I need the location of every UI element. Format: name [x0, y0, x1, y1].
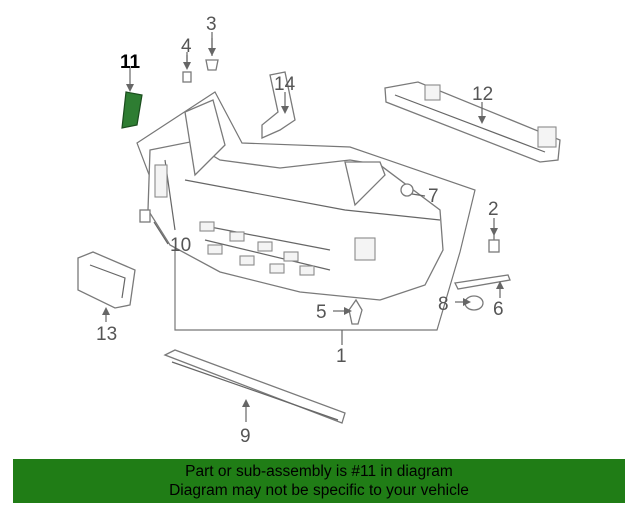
- bumper-cover-part[interactable]: [147, 99, 444, 301]
- bumper-parts-diagram: 1 2 3 4 5 6 7 8 9 10 11 12 13 14: [77, 14, 561, 447]
- callout-2: 2: [488, 199, 499, 220]
- callout-4: 4: [181, 36, 192, 57]
- clip-part-5[interactable]: [348, 298, 363, 325]
- callout-7: 7: [428, 186, 439, 207]
- callout-12: 12: [472, 84, 493, 105]
- banner-line-2: Diagram may not be specific to your vehi…: [169, 482, 469, 499]
- callout-9: 9: [240, 426, 251, 447]
- callout-labels: 1 2 3 4 5 6 7 8 9 10 11 12 13 14: [96, 14, 504, 447]
- callout-10: 10: [170, 235, 191, 256]
- highlighted-part-11[interactable]: [121, 91, 143, 129]
- callout-8: 8: [438, 294, 449, 315]
- callout-6: 6: [493, 299, 504, 320]
- callout-13: 13: [96, 324, 117, 345]
- info-banner: Part or sub-assembly is #11 in diagram D…: [13, 459, 625, 503]
- license-bracket-part[interactable]: [77, 251, 136, 309]
- impact-bar-part[interactable]: [384, 81, 561, 163]
- assembly-group-outline: [136, 91, 476, 331]
- callout-14: 14: [274, 74, 296, 95]
- mounting-bracket-part[interactable]: [261, 71, 296, 140]
- callout-5: 5: [316, 302, 327, 323]
- clip-part-10[interactable]: [139, 209, 151, 223]
- callout-1: 1: [336, 346, 347, 367]
- retainer-part-7[interactable]: [400, 183, 414, 197]
- trim-strip-part[interactable]: [454, 274, 511, 290]
- lower-reinforcement-part[interactable]: [163, 349, 346, 424]
- banner-line-1: Part or sub-assembly is #11 in diagram: [185, 463, 453, 480]
- callout-11: 11: [120, 52, 141, 73]
- callout-3: 3: [206, 14, 217, 35]
- leader-lines: [102, 38, 504, 422]
